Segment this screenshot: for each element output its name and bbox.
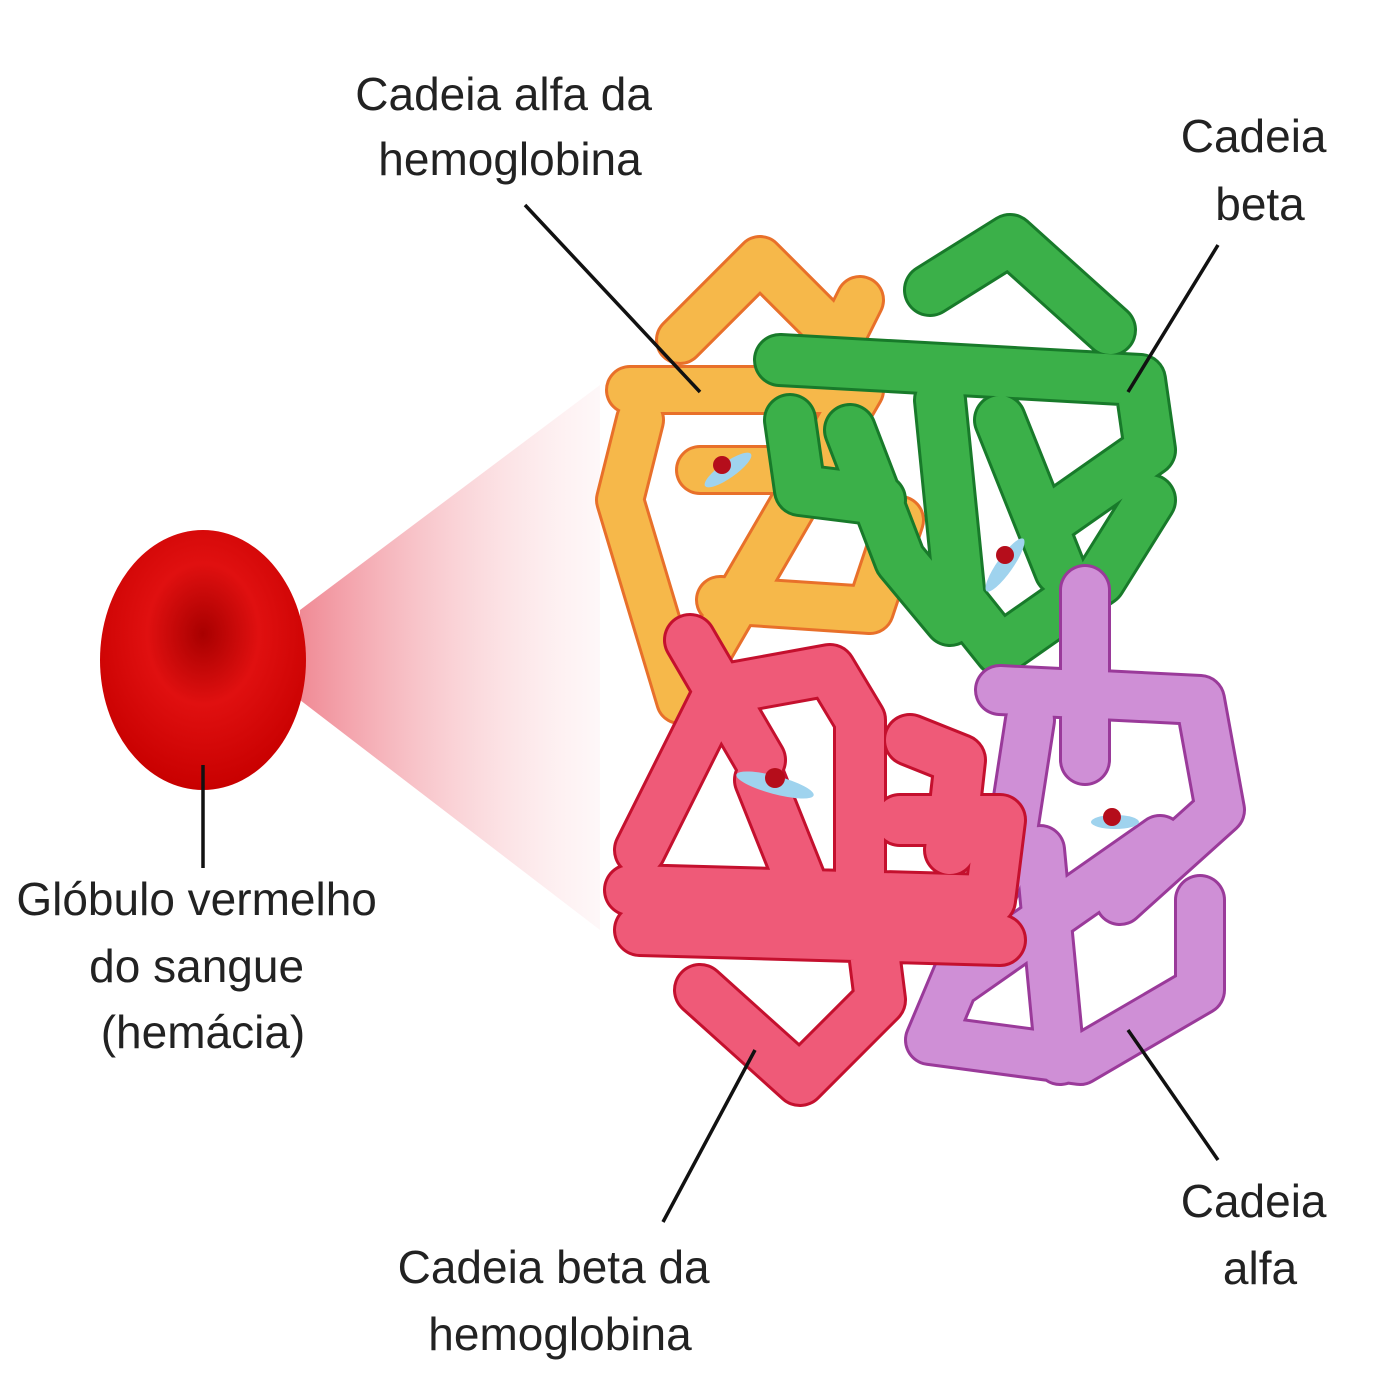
label-alpha-chain-hemoglobin: Cadeia alfa da hemoglobina [355, 68, 664, 185]
label-alpha-chain: Cadeia alfa [1181, 1175, 1340, 1294]
heme-group [985, 538, 1025, 592]
leader-beta-top [1126, 244, 1220, 393]
label-red-blood-cell: Glóbulo vermelho do sangue (hemácia) [16, 873, 389, 1058]
leader-alpha-top [523, 203, 702, 394]
beta-chain-top [753, 213, 1177, 677]
alpha-chain-top [595, 235, 925, 725]
heme-group [704, 452, 752, 488]
leader-alpha-bottom [1126, 1029, 1220, 1161]
label-beta-chain: Cadeia beta [1181, 110, 1340, 230]
heme-group [736, 768, 814, 799]
beta-chain-bottom [603, 613, 1027, 1107]
label-beta-chain-hemoglobin: Cadeia beta da hemoglobina [398, 1241, 723, 1360]
heme-group [1091, 808, 1139, 829]
alpha-chain-bottom [904, 564, 1246, 1086]
leader-beta-bottom [661, 1049, 757, 1223]
magnification-cone [300, 385, 600, 930]
red-blood-cell [100, 530, 306, 790]
